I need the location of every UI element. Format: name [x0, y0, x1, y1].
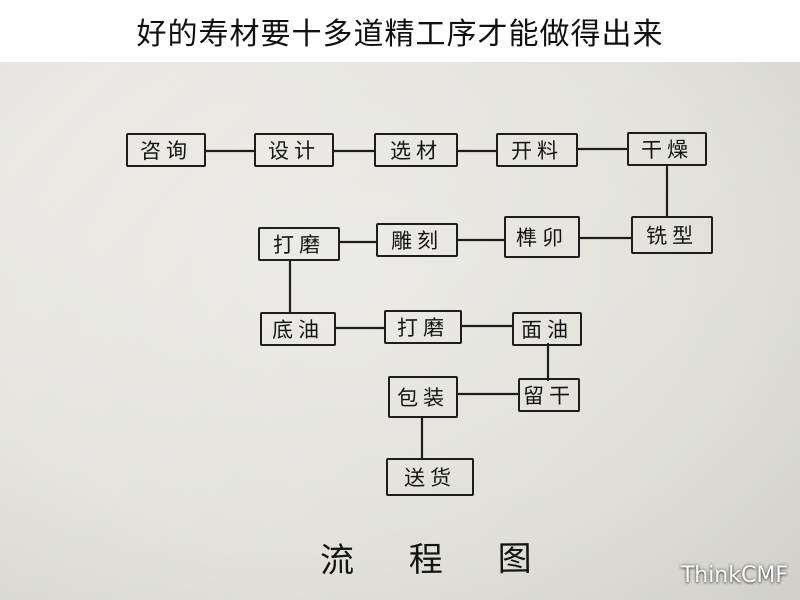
flow-node-label: 干燥: [640, 137, 694, 163]
flow-node-carve: 雕刻: [376, 223, 458, 257]
flow-node-primer: 底油: [260, 312, 336, 346]
flow-node-label: 开料: [510, 138, 564, 164]
flowchart-photo: 咨询 设计 选材 开料 干燥 铣型 榫卯 雕刻 打磨 底油: [0, 62, 800, 600]
flow-node-label: 打磨: [272, 232, 326, 258]
flow-node-dry: 干燥: [627, 132, 707, 166]
flow-node-sand-2: 打磨: [384, 310, 462, 344]
flow-node-label: 底油: [271, 317, 325, 343]
flow-node-cut-wood: 开料: [496, 133, 578, 167]
flow-node-label: 包装: [396, 385, 450, 411]
flow-node-design: 设计: [254, 133, 334, 167]
flow-node-cure: 留干: [518, 378, 580, 412]
flow-node-consult: 咨询: [126, 133, 206, 167]
flow-node-deliver: 送货: [386, 458, 474, 496]
flow-node-label: 咨询: [139, 138, 193, 164]
flow-node-label: 雕刻: [390, 228, 444, 254]
watermark: ThinkCMF: [680, 563, 788, 588]
title-bar: 好的寿材要十多道精工序才能做得出来: [0, 0, 800, 62]
flow-node-label: 设计: [267, 138, 321, 164]
flow-node-tenon: 榫卯: [504, 216, 580, 258]
flow-connectors: [204, 147, 669, 460]
page-title: 好的寿材要十多道精工序才能做得出来: [136, 17, 664, 52]
flow-node-label: 留干: [522, 383, 576, 409]
flow-node-label: 榫卯: [515, 225, 569, 251]
flow-node-label: 选材: [389, 138, 443, 164]
flow-node-topcoat: 面油: [512, 312, 582, 346]
diagram-caption: 流 程 图: [319, 538, 554, 582]
flow-node-select-wood: 选材: [374, 133, 458, 167]
flow-node-label: 打磨: [396, 315, 450, 341]
flow-node-sand-1: 打磨: [258, 227, 340, 261]
flow-node-label: 面油: [520, 317, 574, 343]
flow-node-label: 铣型: [645, 223, 699, 249]
flow-node-mill: 铣型: [631, 216, 713, 254]
flow-node-package: 包装: [388, 376, 458, 418]
flow-node-label: 送货: [403, 465, 457, 491]
